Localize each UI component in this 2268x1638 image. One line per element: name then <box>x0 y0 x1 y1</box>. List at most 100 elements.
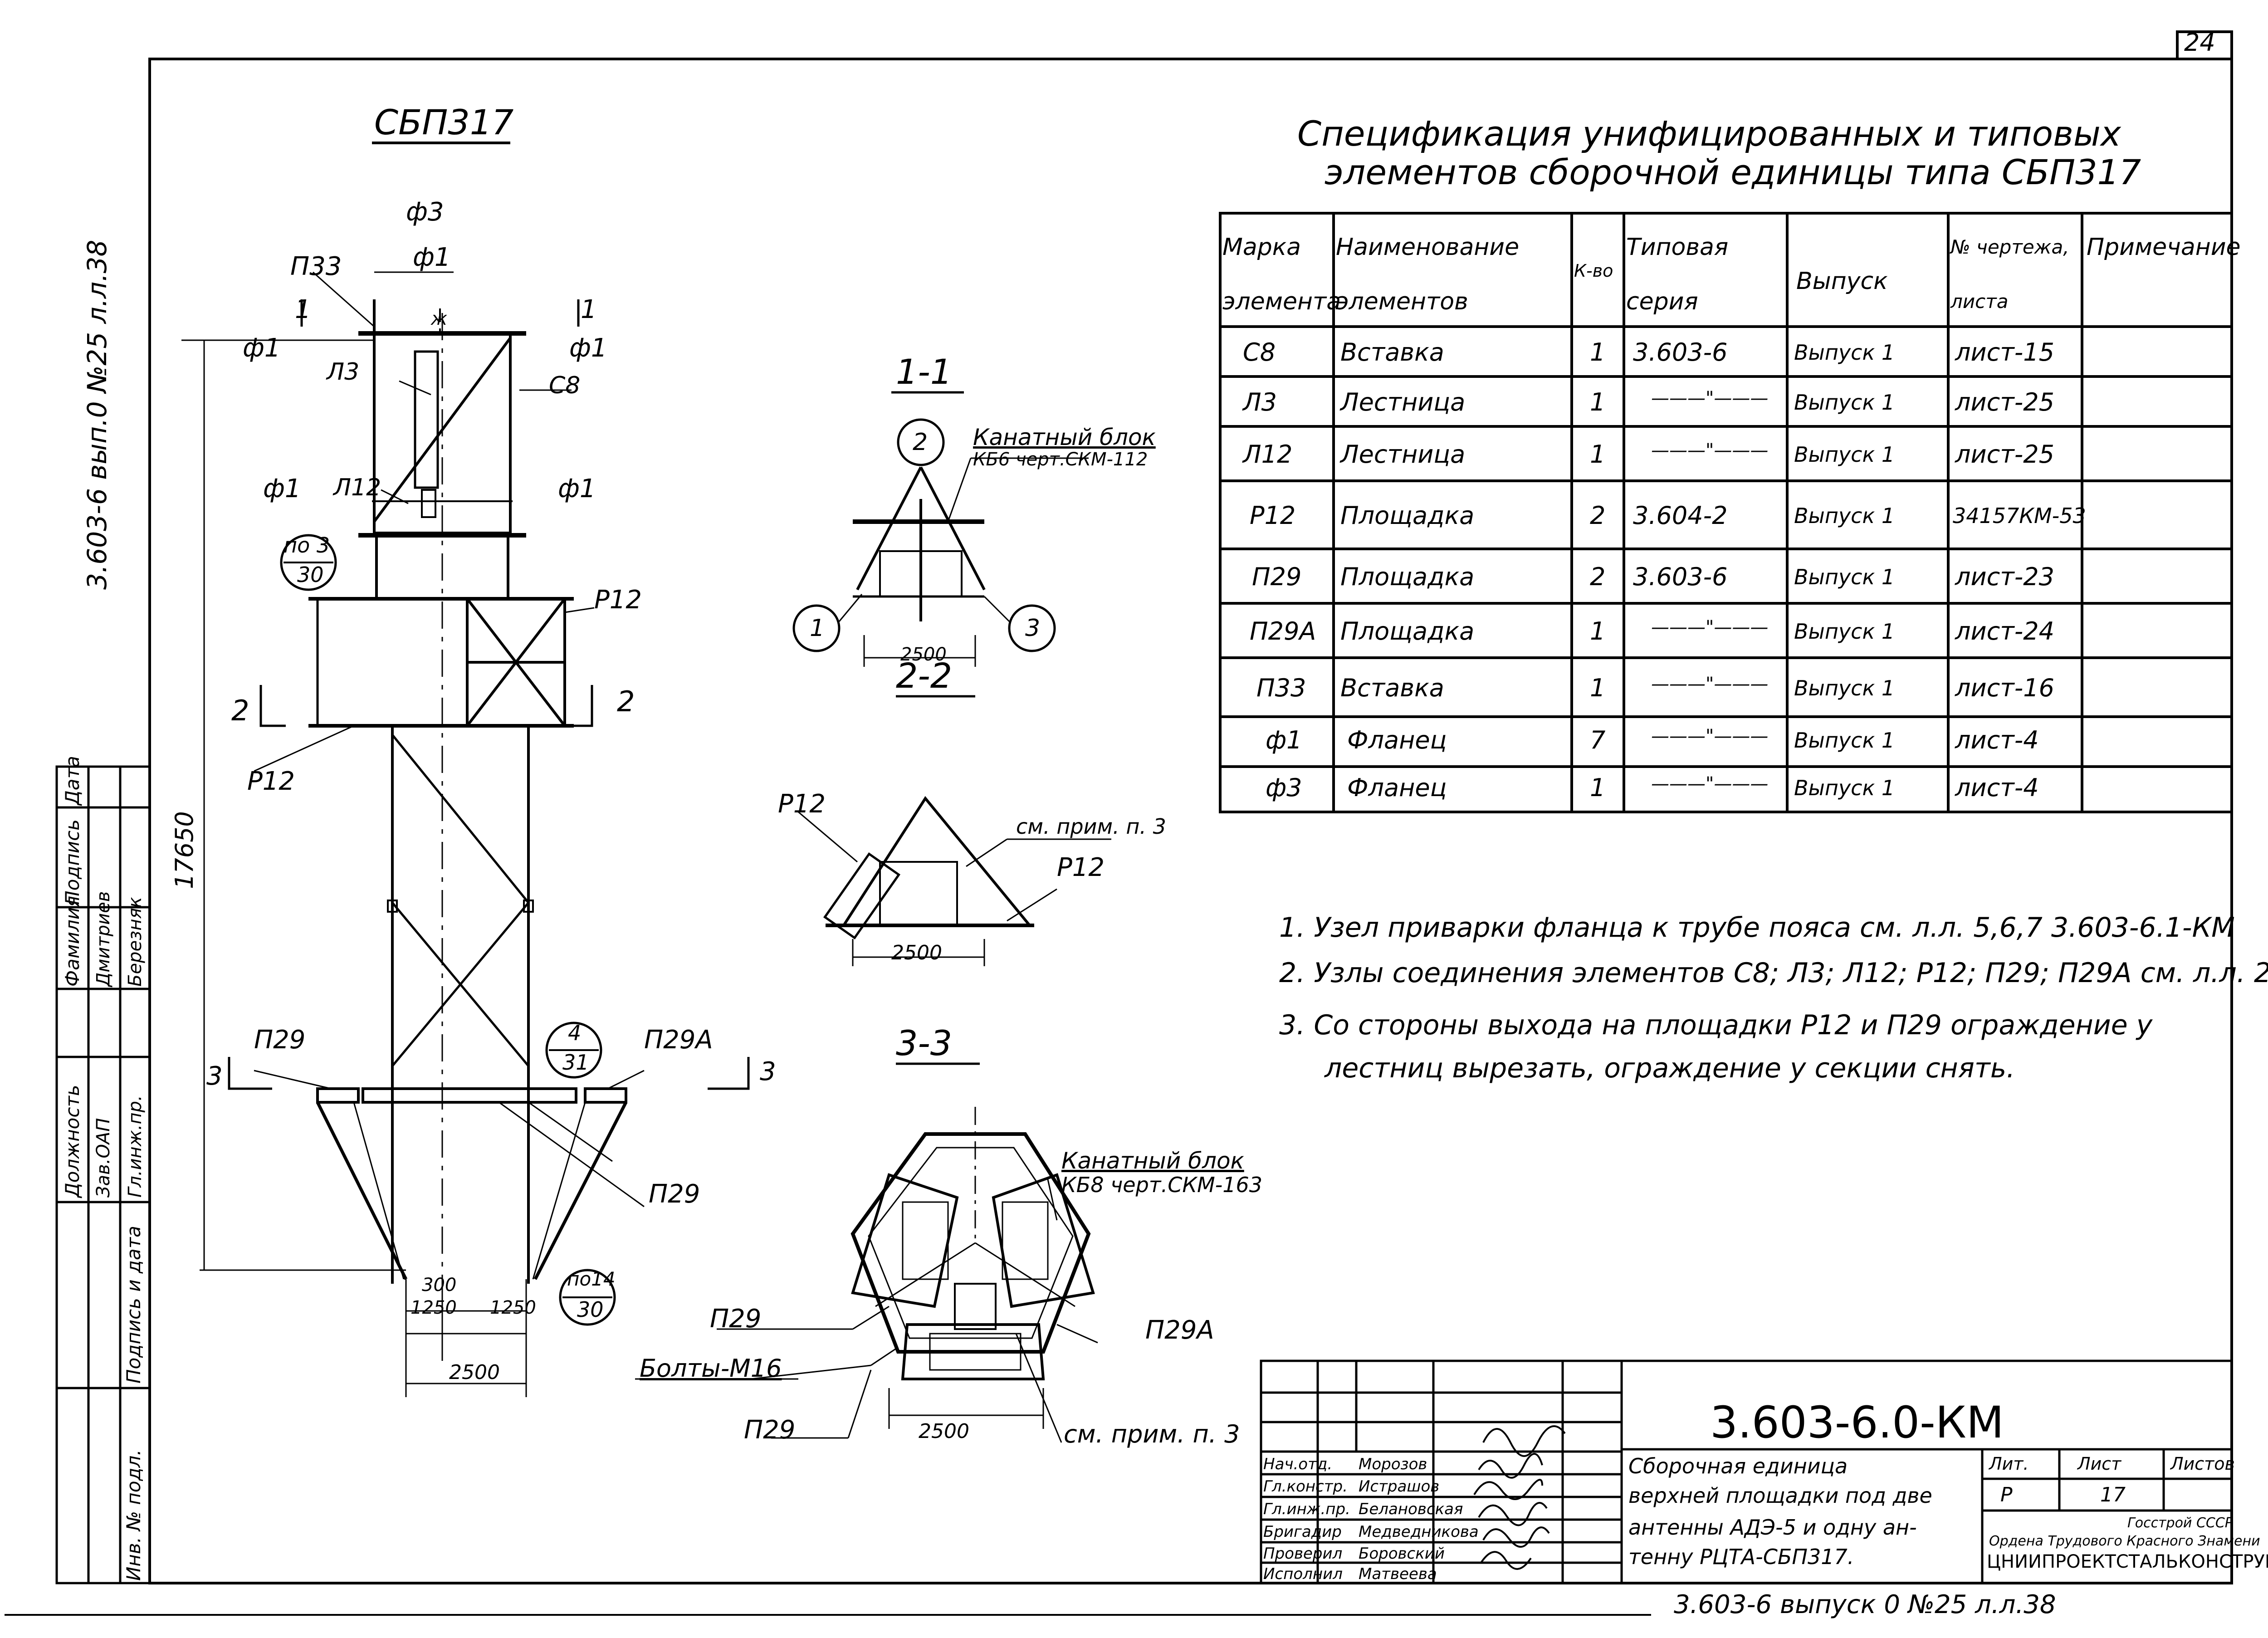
ref-circle-1-bottom: 30 <box>297 562 324 587</box>
label-phi1-top: ф1 <box>413 243 451 272</box>
circle-label-2: 2 <box>913 429 928 456</box>
left-header-position: Должность <box>61 1085 83 1198</box>
spec-cell-qty: 2 <box>1590 562 1606 591</box>
person-name: Морозов <box>1359 1455 1427 1473</box>
spec-cell-series: 3.603-6 <box>1633 562 1728 591</box>
spec-header-note: Примечание <box>2087 234 2241 261</box>
spec-cell-series: ———"——— <box>1651 726 1769 747</box>
spec-cell-issue: Выпуск 1 <box>1794 442 1895 467</box>
spec-cell-name: Вставка <box>1340 338 1444 367</box>
person-role: Гл.инж.пр. <box>1263 1500 1350 1518</box>
label-l12: Л12 <box>333 474 381 501</box>
circle-label-3: 3 <box>1025 615 1041 642</box>
ref-circle-3-bottom: 30 <box>577 1297 604 1322</box>
spec-cell-name: Лестница <box>1340 388 1466 416</box>
spec-cell-issue: Выпуск 1 <box>1794 504 1895 528</box>
spec-cell-issue: Выпуск 1 <box>1794 676 1895 700</box>
left-header-signature: Подпись <box>61 819 83 905</box>
org-line2: Ордена Трудового Красного Знамени <box>1989 1533 2260 1549</box>
spec-cell-series: ———"——— <box>1651 388 1769 409</box>
left-sign-date-label: Подпись и дата <box>122 1226 145 1384</box>
left-row2-position: Гл.инж.пр. <box>125 1095 146 1198</box>
label-p29-left: П29 <box>254 1025 306 1055</box>
spec-cell-qty: 1 <box>1590 388 1606 416</box>
rope-block-kb6-ref: КБ6 черт.СКМ-112 <box>973 449 1148 470</box>
person-role: Исполнил <box>1263 1565 1343 1583</box>
label-p29-sec3-upper: П29 <box>710 1304 762 1334</box>
section-title-3-3: 3-3 <box>896 1023 953 1063</box>
label-p12-sec2-right: Р12 <box>1057 853 1105 882</box>
label-l3: Л3 <box>327 358 360 386</box>
spec-cell-name: Вставка <box>1340 674 1444 702</box>
dim-1250-left: 1250 <box>411 1297 457 1318</box>
label-p29a-sec3: П29А <box>1145 1315 1214 1345</box>
dim-2500-main: 2500 <box>449 1361 500 1384</box>
page-number: 24 <box>2184 28 2215 57</box>
spec-cell-mark: П29А <box>1250 617 1316 645</box>
left-header-date: Дата <box>61 756 83 805</box>
spec-header-issue: Выпуск <box>1796 268 1888 295</box>
see-note-sec2: см. прим. п. 3 <box>1016 814 1166 839</box>
spec-header-mark: Марка элемента <box>1222 234 1341 315</box>
label-p29-sec3-lower: П29 <box>744 1415 796 1445</box>
spec-cell-mark: Л3 <box>1243 388 1277 416</box>
page-number-box <box>2176 30 2233 60</box>
label-p12-right: Р12 <box>594 585 642 615</box>
label-bolts: Болты-М16 <box>640 1354 782 1383</box>
label-c8: С8 <box>549 372 581 399</box>
person-name: Медведникова <box>1359 1523 1479 1541</box>
dim-2500-sec3: 2500 <box>919 1420 969 1443</box>
bottom-stamp: 3.603-6 выпуск 0 №25 л.л.38 <box>1674 1590 2056 1619</box>
label-phi3: ф3 <box>406 197 444 227</box>
spec-cell-sheet: лист-4 <box>1955 726 2039 754</box>
title-desc-line1: Сборочная единица <box>1628 1454 1848 1478</box>
ref-circle-1-top: по 3 <box>284 533 330 557</box>
rope-block-kb8-title: Канатный блок <box>1061 1148 1244 1174</box>
dim-300: 300 <box>422 1275 457 1296</box>
stage-label: Лит. <box>1989 1454 2029 1474</box>
spec-cell-qty: 1 <box>1590 773 1606 802</box>
side-stamp: 3.603-6 вып.0 №25 л.л.38 <box>82 240 112 590</box>
left-inventory-label: Инв. № подл. <box>122 1449 145 1581</box>
spec-header-sheet: № чертежа, листа <box>1950 236 2069 313</box>
label-p33: П33 <box>290 252 342 281</box>
rope-block-kb8-ref: КБ8 черт.СКМ-163 <box>1061 1173 1263 1197</box>
main-title: СБП317 <box>374 102 514 142</box>
spec-cell-mark: П29 <box>1252 562 1302 591</box>
ref-circle-2-bottom: 31 <box>562 1050 589 1075</box>
spec-cell-mark: С8 <box>1243 338 1276 367</box>
spec-cell-mark: ф1 <box>1266 726 1302 754</box>
height-dimension: 17650 <box>170 811 199 889</box>
spec-cell-issue: Выпуск 1 <box>1794 776 1895 800</box>
sheet-value: 17 <box>2100 1483 2126 1506</box>
spec-cell-series: ———"——— <box>1651 674 1769 694</box>
person-name: Боровский <box>1359 1545 1445 1563</box>
label-phi1-mid-right: ф1 <box>558 474 596 504</box>
title-desc-line2: верхней площадки под две <box>1628 1483 1932 1508</box>
spec-cell-sheet: 34157КМ-53 <box>1953 504 2086 528</box>
label-p12-left: Р12 <box>247 767 295 796</box>
spec-cell-series: 3.604-2 <box>1633 501 1728 530</box>
spec-cell-qty: 1 <box>1590 338 1606 367</box>
spec-cell-series: ———"——— <box>1651 617 1769 638</box>
spec-cell-qty: 1 <box>1590 674 1606 702</box>
axis-mark: ж <box>431 308 448 329</box>
section-3-3-view <box>635 1062 1098 1443</box>
spec-cell-qty: 1 <box>1590 440 1606 469</box>
spec-cell-issue: Выпуск 1 <box>1794 728 1895 753</box>
spec-title-line2: элементов сборочной единицы типа СБП317 <box>1325 152 2141 192</box>
spec-cell-mark: П33 <box>1256 674 1306 702</box>
spec-cell-series: 3.603-6 <box>1633 338 1728 367</box>
ref-circle-2-top: 4 <box>568 1021 582 1045</box>
spec-cell-sheet: лист-25 <box>1955 388 2054 416</box>
spec-cell-issue: Выпуск 1 <box>1794 619 1895 644</box>
section-title-2-2: 2-2 <box>896 655 953 696</box>
spec-cell-sheet: лист-25 <box>1955 440 2054 469</box>
person-role: Бригадир <box>1263 1523 1342 1541</box>
section-1-1-view <box>792 391 1089 667</box>
spec-cell-issue: Выпуск 1 <box>1794 340 1895 365</box>
drawing-code: 3.603-6.0-КМ <box>1710 1397 2004 1448</box>
title-block-grid <box>1260 1359 2233 1584</box>
note-2: 2. Узлы соединения элементов С8; Л3; Л12… <box>1279 957 2268 989</box>
